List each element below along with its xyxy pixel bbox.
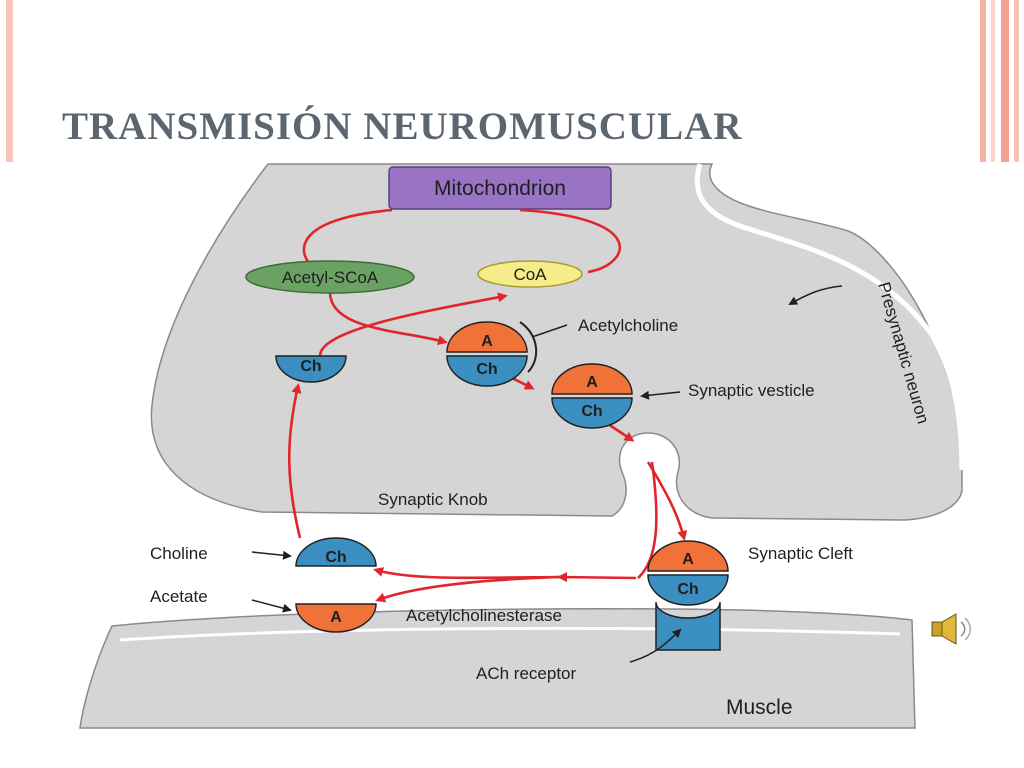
arrow-cleft-curve (637, 461, 658, 579)
muscle-label: Muscle (726, 696, 793, 719)
acetylcholine-bracket (519, 321, 538, 373)
arrow-to-acetate (375, 575, 561, 603)
acetate-a-label: A (330, 609, 342, 626)
coa-ellipse (477, 260, 583, 288)
choline-cleft-label: Ch (325, 549, 346, 566)
synaptic-knob-label: Synaptic Knob (378, 490, 488, 509)
slide-accent-right-4 (1014, 0, 1019, 162)
synaptic-vesicle: A Ch (551, 363, 633, 429)
arrow-choline-reuptake (287, 383, 302, 539)
vesicle-pointer (640, 390, 681, 400)
mitochondrion-label: Mitochondrion (434, 177, 566, 200)
arrow-to-esterase (557, 572, 637, 583)
reaction-arrows (287, 208, 688, 603)
choline-label: Choline (150, 544, 208, 563)
acetate-molecule: A (295, 603, 377, 633)
slide-accent-right-3 (1001, 0, 1009, 162)
slide-accent-right-1 (980, 0, 986, 162)
acetylcholine-molecule: A Ch (446, 321, 528, 387)
acetate-pointer (251, 599, 292, 613)
ach-receptor-label: ACh receptor (476, 664, 576, 683)
cleft-a-label: A (682, 551, 694, 568)
slide-title: TRANSMISIÓN NEUROMUSCULAR (62, 105, 743, 148)
arrow-choline-to-coa (318, 292, 508, 357)
presynaptic-membrane (150, 163, 963, 521)
choline-knob-label: Ch (300, 358, 321, 375)
cleft-acetylcholine: A Ch (647, 540, 729, 606)
arrow-to-choline (373, 567, 561, 580)
slide-accent-right-2 (991, 0, 995, 162)
arrow-mito-to-coa (519, 208, 621, 274)
coa-label: CoA (513, 265, 547, 284)
acetylcholine-pointer (531, 324, 568, 338)
presynaptic-membrane-highlight (694, 163, 965, 471)
acetyl-scoa-ellipse (245, 260, 415, 294)
synaptic-vesicle-label: Synaptic vesticle (688, 381, 815, 400)
acetate-label: Acetate (150, 587, 208, 606)
ach-a-label: A (481, 333, 493, 350)
ach-ch-label: Ch (476, 361, 497, 378)
acetylcholine-label: Acetylcholine (578, 316, 678, 335)
arrow-ach-to-vesicle (511, 376, 535, 390)
arrow-vesicle-to-cleft (607, 422, 635, 442)
acetyl-scoa-label: Acetyl-SCoA (282, 268, 379, 287)
cleft-ch-label: Ch (677, 581, 698, 598)
receptor-pointer (629, 628, 682, 663)
arrow-acetyl-to-ach (328, 291, 448, 346)
mitochondrion-box (388, 166, 612, 210)
slide-accent-left (6, 0, 13, 162)
presynaptic-pointer (788, 285, 843, 305)
synaptic-cleft-label: Synaptic Cleft (748, 544, 853, 563)
choline-molecule-cleft: Ch (295, 537, 377, 567)
speaker-icon[interactable] (931, 613, 971, 645)
vesicle-ch-label: Ch (581, 403, 602, 420)
acetylcholinesterase-label: Acetylcholinesterase (406, 606, 562, 625)
vesicle-a-label: A (586, 374, 598, 391)
choline-molecule-knob: Ch (275, 355, 347, 383)
choline-pointer (251, 550, 292, 560)
muscle-membrane-highlight (119, 626, 901, 642)
